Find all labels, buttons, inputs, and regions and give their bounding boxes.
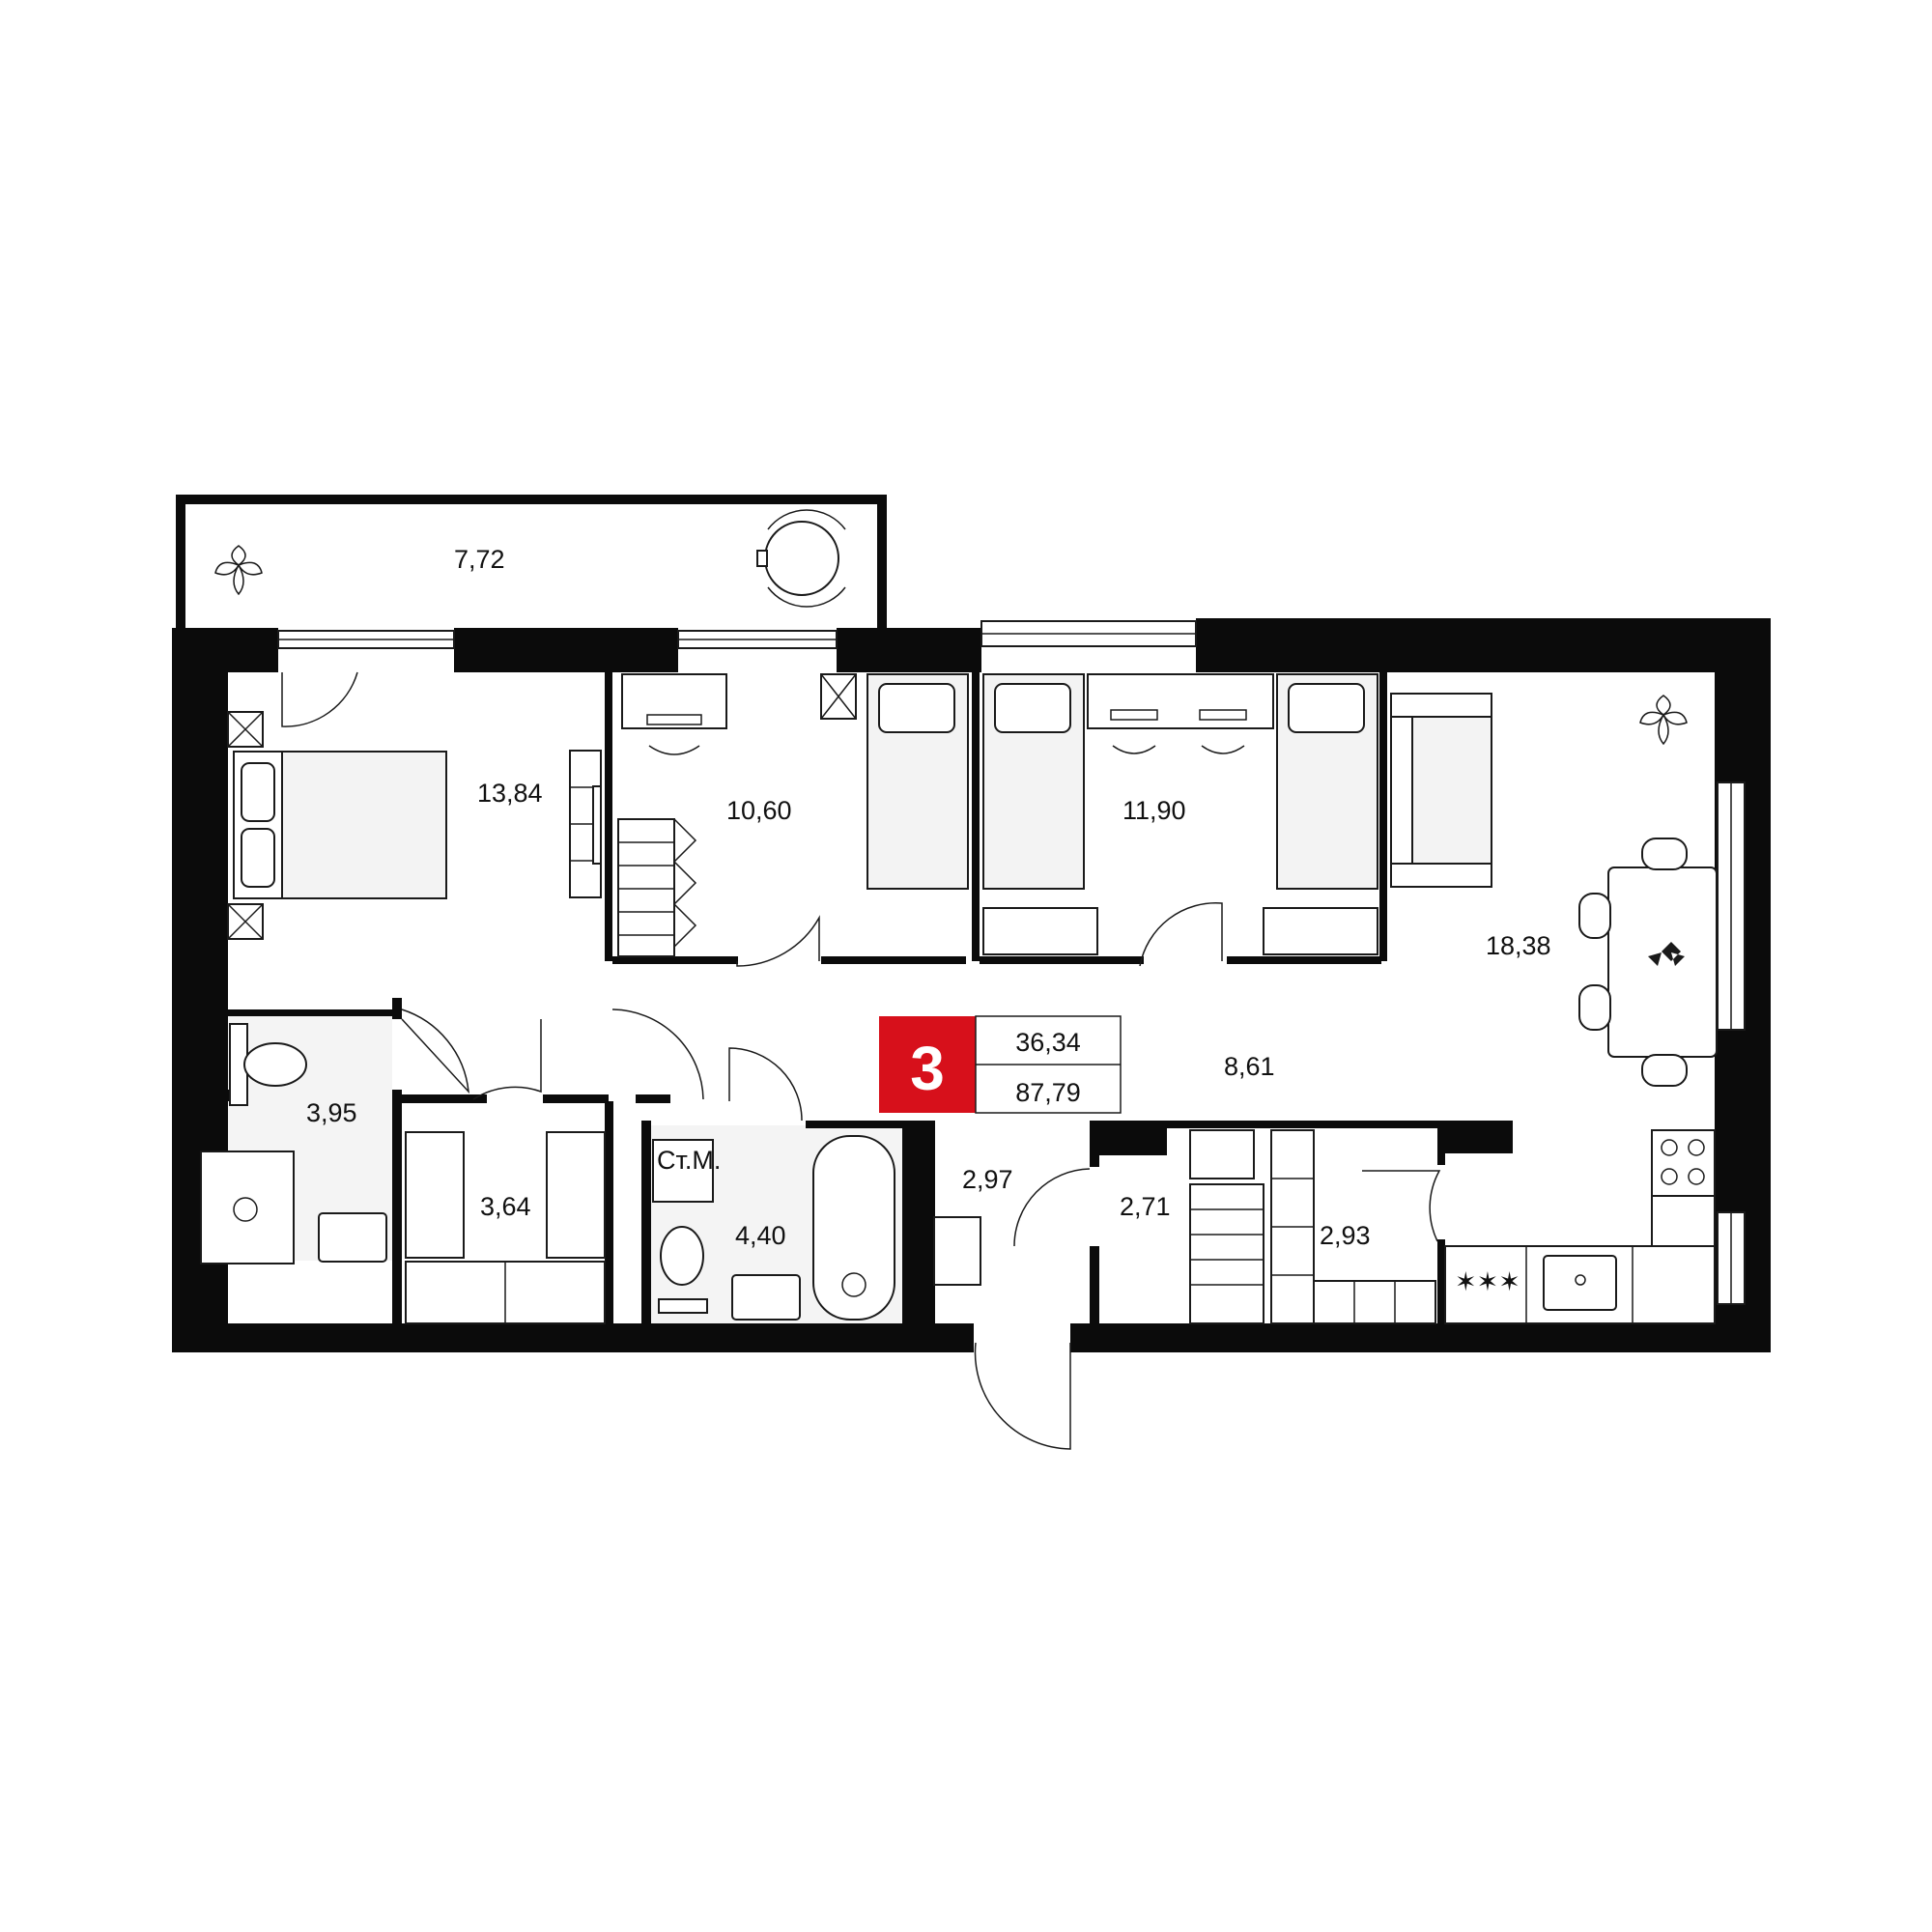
bathroom-fixtures: Ст.М. bbox=[652, 1135, 895, 1321]
plant-icon bbox=[214, 545, 263, 596]
washer: Ст.М. bbox=[652, 1139, 721, 1203]
room-area-storage-1: 2,71 bbox=[1120, 1192, 1171, 1221]
toilet-icon bbox=[229, 1023, 307, 1106]
apartment-summary: 3 36,34 87,79 bbox=[879, 1015, 1122, 1114]
wardrobe-icon bbox=[982, 907, 1378, 955]
room-area-bathroom-master: 3,95 bbox=[306, 1098, 357, 1127]
bed-icon bbox=[867, 673, 969, 890]
storage-furniture bbox=[1189, 1129, 1436, 1324]
desk-icon bbox=[1087, 673, 1274, 754]
balcony-furniture bbox=[214, 509, 846, 608]
bathtub-icon bbox=[812, 1135, 895, 1321]
stove-icon bbox=[1651, 1129, 1716, 1197]
plant-icon bbox=[1639, 695, 1688, 746]
sofa-icon bbox=[1390, 693, 1492, 888]
cooktop-symbol: ✶✶✶ bbox=[1455, 1267, 1520, 1296]
shower-icon bbox=[200, 1151, 295, 1264]
room-area-balcony: 7,72 bbox=[454, 545, 505, 574]
bedroom-master-furniture bbox=[227, 711, 602, 940]
dining-table-icon bbox=[1578, 838, 1718, 1087]
room-labels: 7,72 13,84 10,60 11,90 18,38 8,61 3,95 3… bbox=[306, 545, 1551, 1250]
room-area-bedroom-2: 10,60 bbox=[726, 796, 792, 825]
bed-icon bbox=[1276, 673, 1378, 890]
sink-icon bbox=[318, 1212, 387, 1263]
shelving bbox=[1270, 1129, 1436, 1324]
rooms-count-badge bbox=[879, 1016, 976, 1113]
total-area: 87,79 bbox=[1015, 1078, 1081, 1107]
desk-icon bbox=[621, 673, 727, 755]
rooms-count: 3 bbox=[910, 1034, 945, 1103]
room-area-wardrobe: 3,64 bbox=[480, 1192, 531, 1221]
bed-icon bbox=[982, 673, 1085, 890]
wardrobe-icon bbox=[617, 818, 697, 957]
room-area-bathroom: 4,40 bbox=[735, 1221, 786, 1250]
kitchen-living-furniture bbox=[1390, 693, 1718, 1324]
sink-icon bbox=[731, 1274, 801, 1321]
wardrobe-icon bbox=[1189, 1183, 1264, 1324]
wardrobe-room-furniture bbox=[405, 1131, 606, 1324]
shoe-bench bbox=[933, 1216, 981, 1286]
room-area-bedroom-master: 13,84 bbox=[477, 779, 543, 808]
toilet-icon bbox=[658, 1226, 708, 1314]
room-area-kitchen-living: 18,38 bbox=[1486, 931, 1551, 960]
door-swing-icon bbox=[281, 671, 1441, 1450]
room-area-storage-2: 2,93 bbox=[1320, 1221, 1371, 1250]
bedroom-2-furniture bbox=[617, 673, 969, 957]
bathroom-master-fixtures bbox=[200, 1023, 387, 1264]
room-area-hallway: 8,61 bbox=[1224, 1052, 1275, 1081]
bed-icon bbox=[233, 751, 447, 899]
windows bbox=[277, 620, 1746, 1305]
sink-icon bbox=[1543, 1255, 1617, 1311]
room-area-entrance: 2,97 bbox=[962, 1165, 1013, 1194]
room-area-bedroom-3: 11,90 bbox=[1122, 796, 1186, 825]
living-area: 36,34 bbox=[1015, 1028, 1081, 1057]
round-table-icon bbox=[756, 509, 846, 608]
washer-label: Ст.М. bbox=[657, 1146, 721, 1175]
wardrobe-icon bbox=[569, 750, 602, 898]
bedroom-3-furniture bbox=[982, 673, 1378, 955]
